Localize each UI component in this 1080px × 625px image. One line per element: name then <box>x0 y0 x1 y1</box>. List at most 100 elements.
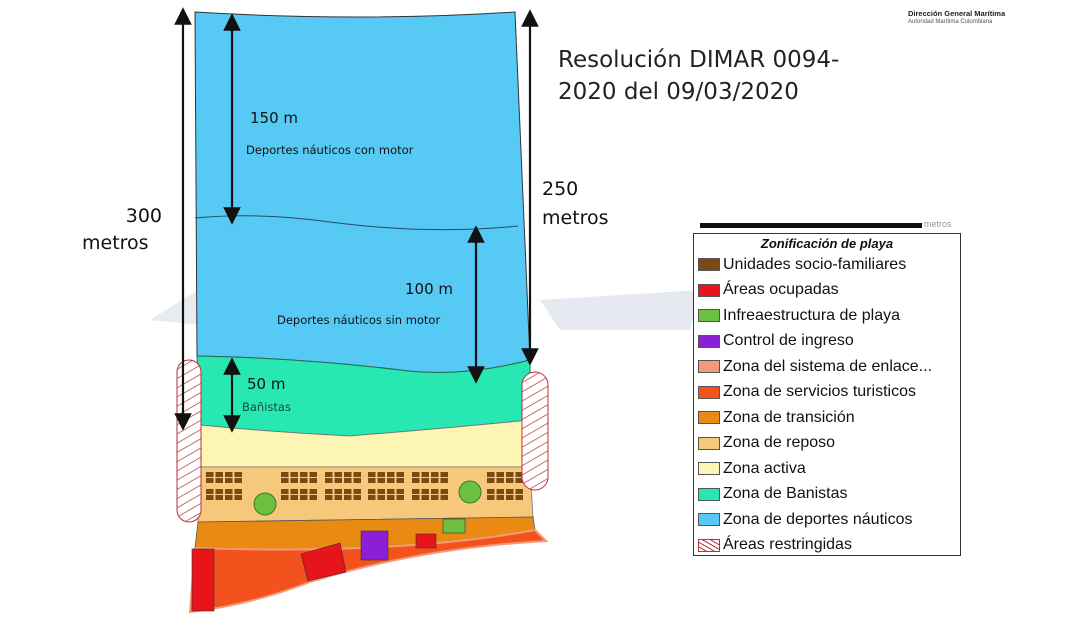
legend-label: Zona del sistema de enlace... <box>723 357 933 375</box>
socio-family-unit <box>309 489 317 494</box>
beach-infrastructure <box>442 518 466 534</box>
legend-item: Áreas restringidas <box>694 533 960 559</box>
socio-family-unit <box>377 478 385 483</box>
zone-rest <box>197 466 534 523</box>
legend-swatch <box>698 385 720 399</box>
socio-family-unit <box>368 489 376 494</box>
socio-family-unit <box>506 478 514 483</box>
socio-family-unit <box>234 472 242 477</box>
socio-family-unit <box>334 489 342 494</box>
socio-family-unit <box>487 478 495 483</box>
legend-label: Infreaestructura de playa <box>723 306 900 324</box>
legend-swatch <box>698 360 720 374</box>
occupied-areas <box>191 533 437 612</box>
socio-family-unit <box>515 489 523 494</box>
legend-swatch <box>698 334 720 348</box>
socio-family-unit <box>412 495 420 500</box>
socio-family-unit <box>344 478 352 483</box>
legend-label: Zona de reposo <box>723 434 836 452</box>
socio-family-unit <box>487 495 495 500</box>
socio-family-unit <box>377 489 385 494</box>
legend-swatch <box>698 283 720 297</box>
socio-family-unit <box>215 472 223 477</box>
socio-family-unit <box>281 489 289 494</box>
socio-family-unit <box>290 489 298 494</box>
socio-family-unit <box>421 472 429 477</box>
total-right-value: 250 <box>542 178 579 200</box>
bathers-label: Bañistas <box>242 400 291 414</box>
socio-family-unit <box>506 472 514 477</box>
socio-family-unit <box>206 495 214 500</box>
socio-family-unit <box>344 472 352 477</box>
access-control <box>360 530 389 561</box>
no-motor-label: Deportes náuticos sin motor <box>277 313 441 327</box>
legend-swatch <box>698 309 720 323</box>
socio-family-unit <box>412 489 420 494</box>
socio-family-unit <box>325 489 333 494</box>
socio-family-units <box>206 472 523 500</box>
legend-label: Control de ingreso <box>723 332 854 350</box>
socio-family-unit <box>353 495 361 500</box>
legend-swatch <box>698 462 720 476</box>
socio-family-unit <box>325 472 333 477</box>
socio-family-unit <box>431 472 439 477</box>
socio-family-unit <box>440 489 448 494</box>
socio-family-unit <box>300 478 308 483</box>
socio-family-unit <box>225 472 233 477</box>
socio-family-unit <box>281 495 289 500</box>
title-line: 2020 del 09/03/2020 <box>558 79 799 105</box>
legend-swatch <box>698 538 720 552</box>
socio-family-unit <box>368 478 376 483</box>
legend-item: Control de ingreso <box>694 329 960 355</box>
socio-family-unit <box>206 489 214 494</box>
socio-family-unit <box>377 472 385 477</box>
socio-family-unit <box>496 472 504 477</box>
socio-family-unit <box>368 495 376 500</box>
socio-family-unit <box>281 478 289 483</box>
zone-tourist-services <box>188 528 549 614</box>
scale-label: metros <box>924 219 952 229</box>
socio-family-unit <box>309 495 317 500</box>
socio-family-unit <box>421 478 429 483</box>
socio-family-unit <box>206 472 214 477</box>
logo-subtitle: Autoridad Marítima Colombiana <box>908 19 993 25</box>
socio-family-unit <box>234 478 242 483</box>
socio-family-unit <box>290 495 298 500</box>
socio-family-unit <box>440 472 448 477</box>
bathers-distance: 50 m <box>247 375 286 393</box>
socio-family-unit <box>215 489 223 494</box>
legend-item: Zona de Banistas <box>694 482 960 508</box>
legend-item: Áreas ocupadas <box>694 278 960 304</box>
legend-swatch <box>698 411 720 425</box>
legend-item: Zona de servicios turisticos <box>694 380 960 406</box>
legend-item: Infreaestructura de playa <box>694 303 960 329</box>
socio-family-unit <box>387 495 395 500</box>
total-left-unit: metros <box>82 232 149 254</box>
title-line: Resolución DIMAR 0094- <box>558 47 840 73</box>
socio-family-unit <box>344 495 352 500</box>
legend-item: Unidades socio-familiares <box>694 252 960 278</box>
legend-label: Zona de Banistas <box>723 485 848 503</box>
socio-family-unit <box>487 472 495 477</box>
socio-family-unit <box>344 489 352 494</box>
socio-family-unit <box>334 478 342 483</box>
legend-label: Unidades socio-familiares <box>723 255 907 273</box>
legend-label: Zona de transición <box>723 408 855 426</box>
socio-family-unit <box>440 478 448 483</box>
legend-swatch <box>698 513 720 527</box>
legend-label: Áreas restringidas <box>723 536 852 554</box>
socio-family-unit <box>421 489 429 494</box>
infrastructure-circle <box>253 492 277 516</box>
socio-family-unit <box>387 478 395 483</box>
socio-family-unit <box>206 478 214 483</box>
legend-title: Zonificación de playa <box>760 236 894 251</box>
restricted-area-right <box>521 371 549 491</box>
motor-label: Deportes náuticos con motor <box>246 143 414 157</box>
legend-swatch <box>698 487 720 501</box>
resolution-title: Resolución DIMAR 0094- 2020 del 09/03/20… <box>558 44 858 108</box>
total-left-label: 300 <box>118 203 162 230</box>
socio-family-unit <box>431 495 439 500</box>
dimar-logo: Dirección General Marítima Autoridad Mar… <box>908 9 1005 27</box>
socio-family-unit <box>334 495 342 500</box>
